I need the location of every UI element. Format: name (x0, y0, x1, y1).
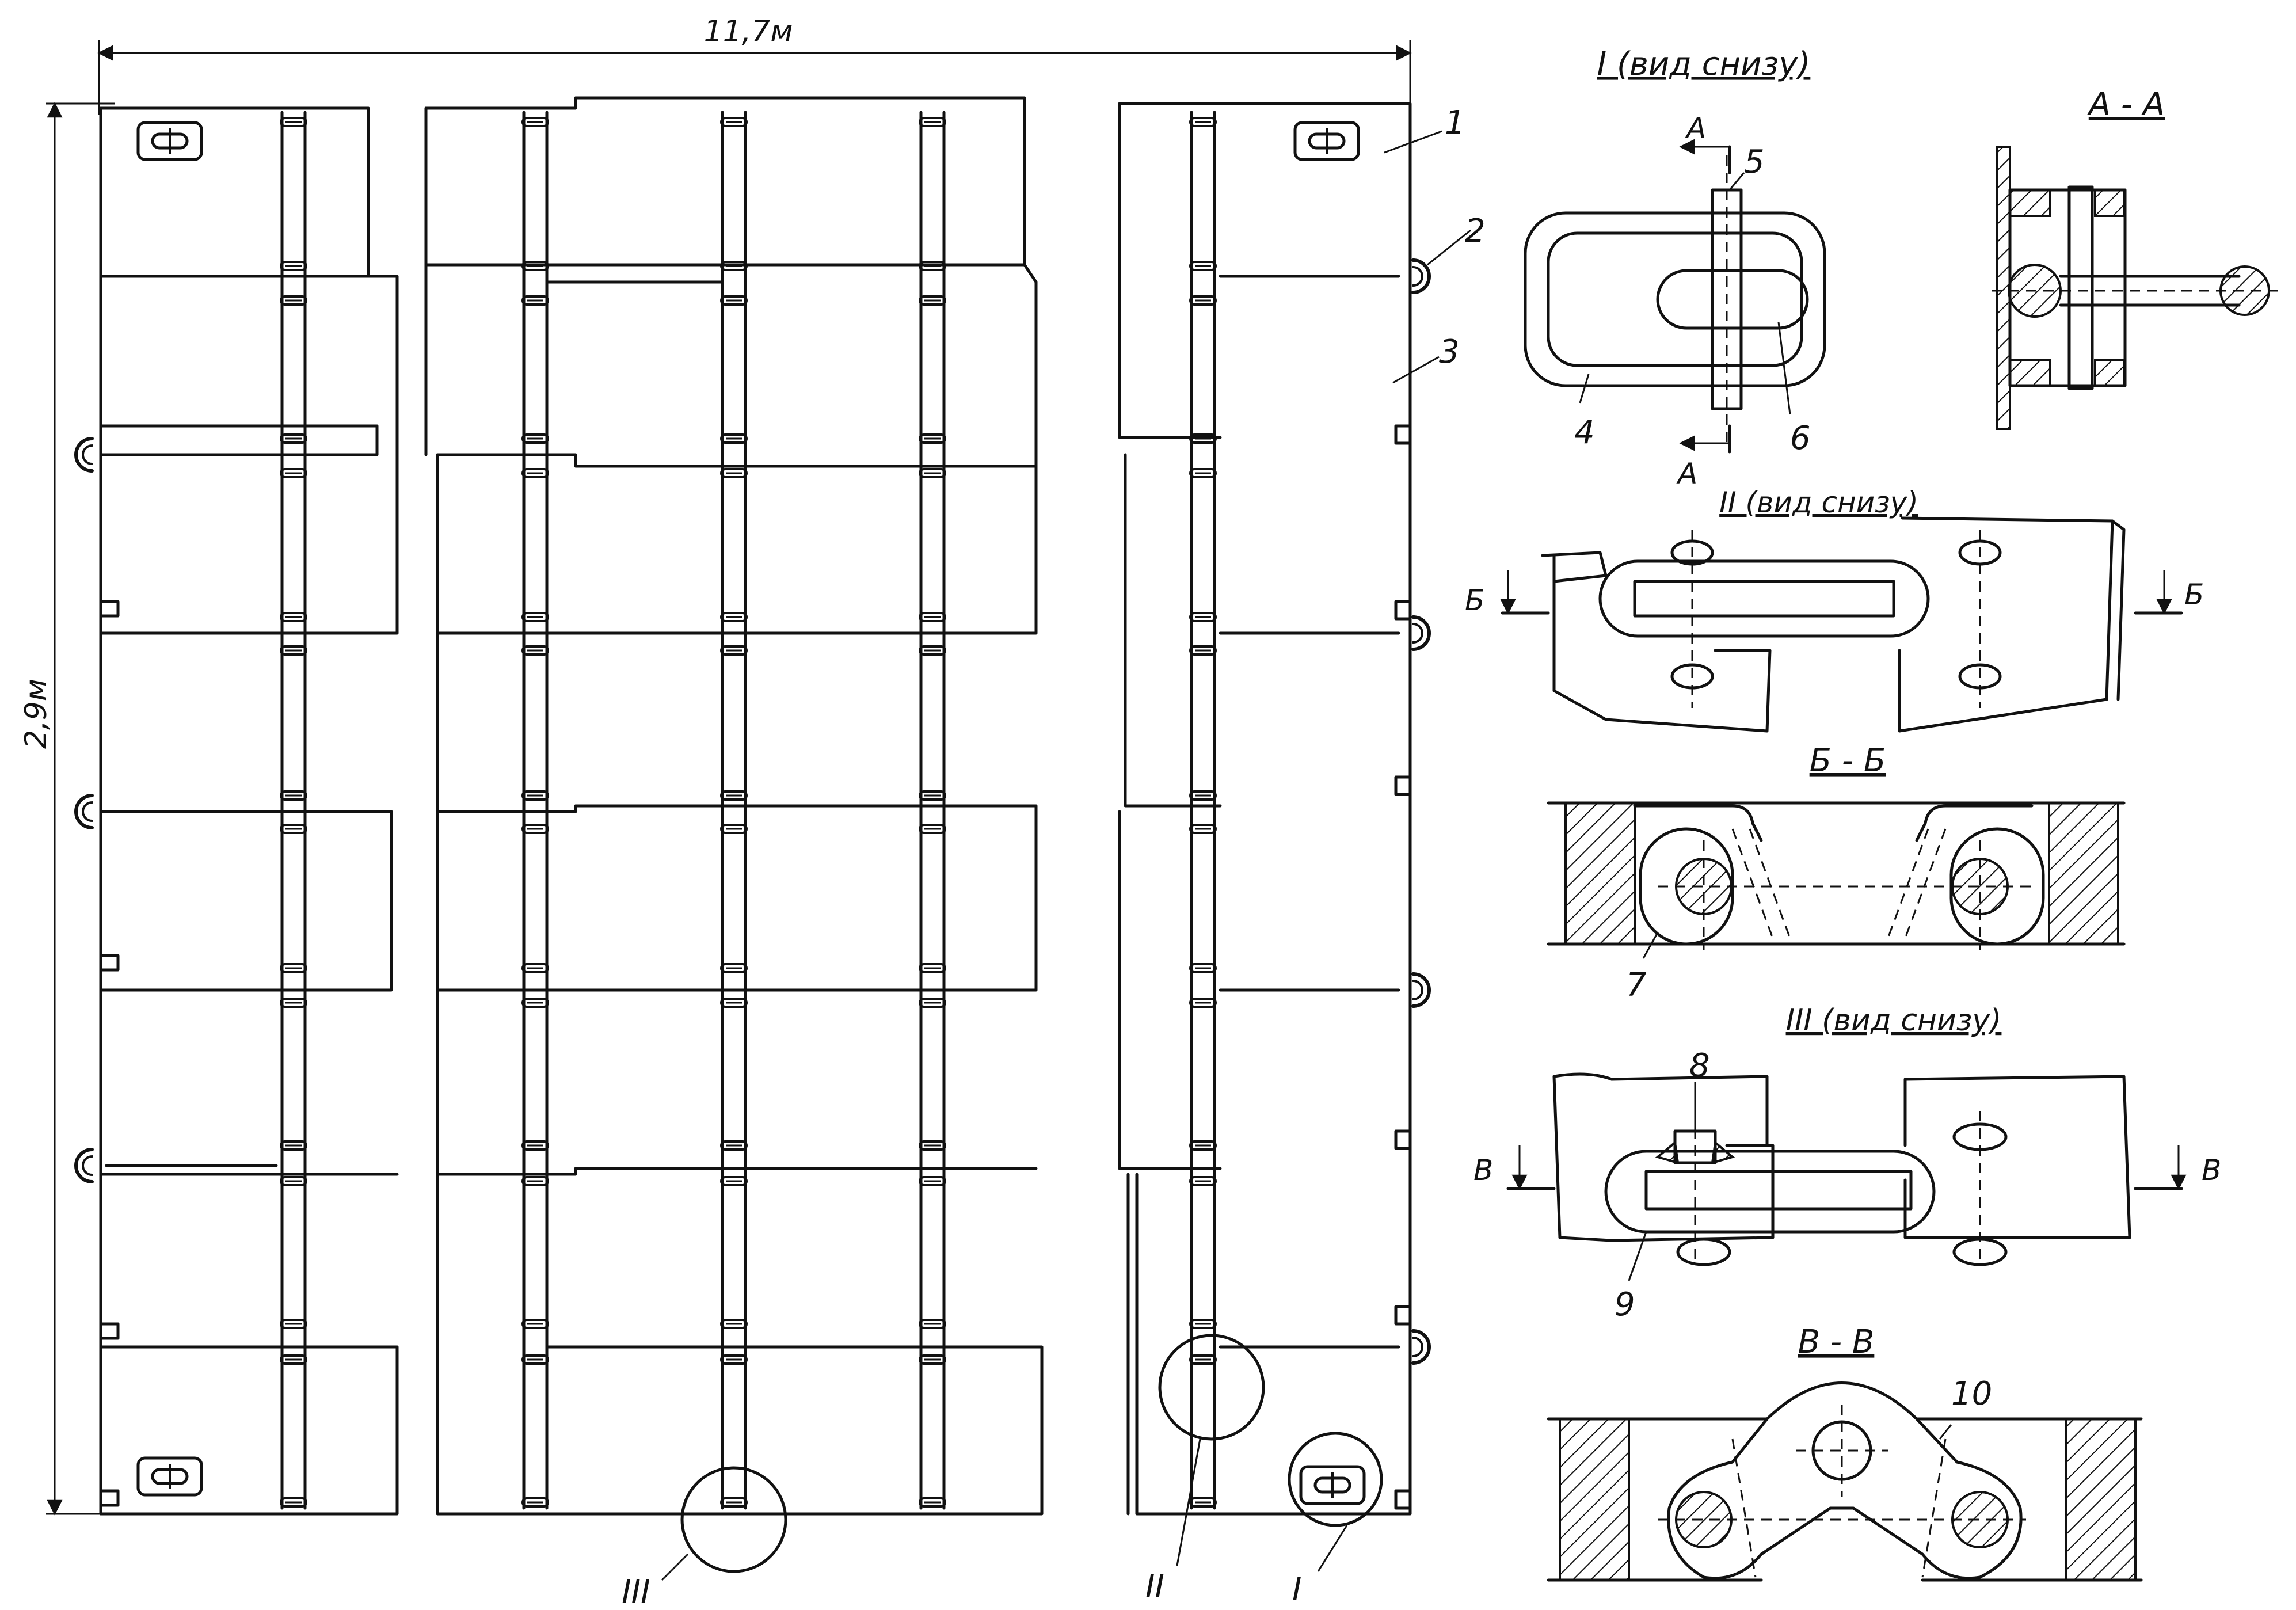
section-A-A: А - А (1992, 86, 2279, 430)
view-III-title: III (вид снизу) (1786, 1003, 2002, 1038)
section-VV-title: В - В (1798, 1323, 1875, 1361)
view-I: I (вид снизу) А А 4 5 6 (1524, 45, 1826, 490)
mat-strip-right (1118, 102, 1429, 1516)
callouts-main: 1 2 3 (1384, 104, 1486, 384)
view-II: II (вид снизу) Б Б (1465, 486, 2204, 733)
section-AA-title: А - А (2087, 86, 2165, 123)
detail-circles: III II I (622, 1334, 1383, 1610)
mat-strip-left (76, 106, 399, 1516)
hook-connectors-left (76, 439, 278, 1182)
lock-plate-right-top (1295, 123, 1358, 159)
section-BB-title: Б - Б (1810, 742, 1886, 779)
callout-1: 1 (1445, 104, 1465, 142)
lock-plate-left-bottom (138, 1458, 201, 1495)
clip-column-middle (521, 117, 945, 1508)
section-a-bottom: А (1676, 457, 1697, 490)
overall-dimensions: 11,7м 2,9м (19, 14, 1412, 1516)
callout-10: 10 (1951, 1375, 1992, 1413)
lock-plate-left-top (138, 123, 201, 159)
section-v-left: В (1473, 1154, 1493, 1187)
section-B-B: Б - Б 7 (1547, 742, 2126, 1004)
section-b-right: Б (2184, 578, 2204, 611)
callout-3: 3 (1439, 333, 1460, 371)
callout-4: 4 (1574, 414, 1595, 451)
mat-strip-middle (424, 96, 1044, 1516)
section-v-right: В (2202, 1154, 2221, 1187)
clip-column-right (1190, 118, 1216, 1506)
cross-links-middle (545, 263, 923, 1349)
callout-8: 8 (1689, 1047, 1710, 1084)
detail-marker-III: III (622, 1574, 650, 1610)
callout-9: 9 (1615, 1286, 1635, 1323)
lock-plate-right-bottom (1301, 1467, 1364, 1504)
callout-7: 7 (1626, 966, 1647, 1004)
view-III: III (вид снизу) 8 9 В В (1473, 1003, 2221, 1323)
height-dimension-label: 2,9м (19, 679, 54, 749)
detail-marker-II: II (1145, 1568, 1164, 1605)
section-a-top: А (1685, 112, 1706, 145)
view-I-title: I (вид снизу) (1597, 45, 1811, 83)
callout-6: 6 (1790, 420, 1811, 457)
detail-marker-I: I (1292, 1571, 1302, 1608)
hook-connectors-right (1219, 260, 1429, 1363)
callout-5: 5 (1744, 143, 1765, 181)
section-b-left: Б (1465, 584, 1484, 617)
section-V-V: В - В 10 (1547, 1323, 2143, 1582)
view-II-title: II (вид снизу) (1719, 486, 1918, 519)
callout-2: 2 (1465, 212, 1486, 250)
width-dimension-label: 11,7м (703, 14, 793, 49)
